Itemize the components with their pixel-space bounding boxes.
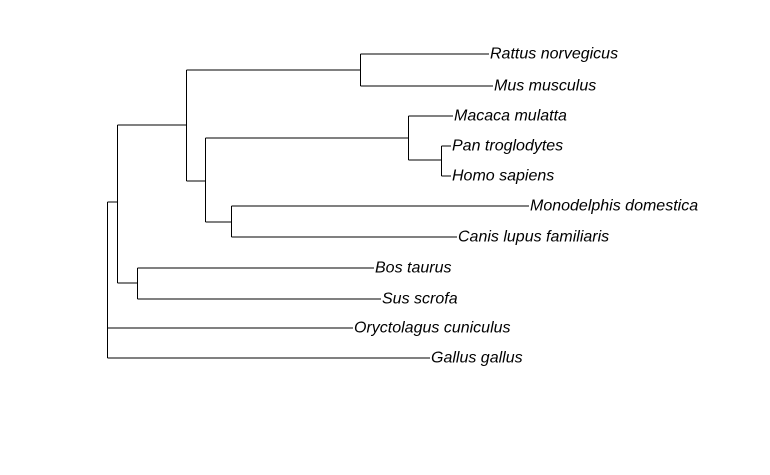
tip-label-gallus: Gallus gallus xyxy=(431,350,523,367)
tip-label-oryctolagus: Oryctolagus cuniculus xyxy=(354,320,511,337)
tip-label-canis: Canis lupus familiaris xyxy=(458,229,609,246)
tip-label-mus: Mus musculus xyxy=(494,78,596,95)
tip-labels: Rattus norvegicus Mus musculus Macaca mu… xyxy=(354,46,698,367)
tip-label-sus: Sus scrofa xyxy=(382,291,458,308)
tip-label-bos: Bos taurus xyxy=(375,260,451,277)
tip-label-rattus: Rattus norvegicus xyxy=(490,46,618,63)
tree-branches xyxy=(107,53,529,359)
tip-label-macaca: Macaca mulatta xyxy=(454,108,567,125)
tip-label-monodelphis: Monodelphis domestica xyxy=(530,198,698,215)
tip-label-homo: Homo sapiens xyxy=(452,168,554,185)
tip-label-pan: Pan troglodytes xyxy=(452,138,563,155)
